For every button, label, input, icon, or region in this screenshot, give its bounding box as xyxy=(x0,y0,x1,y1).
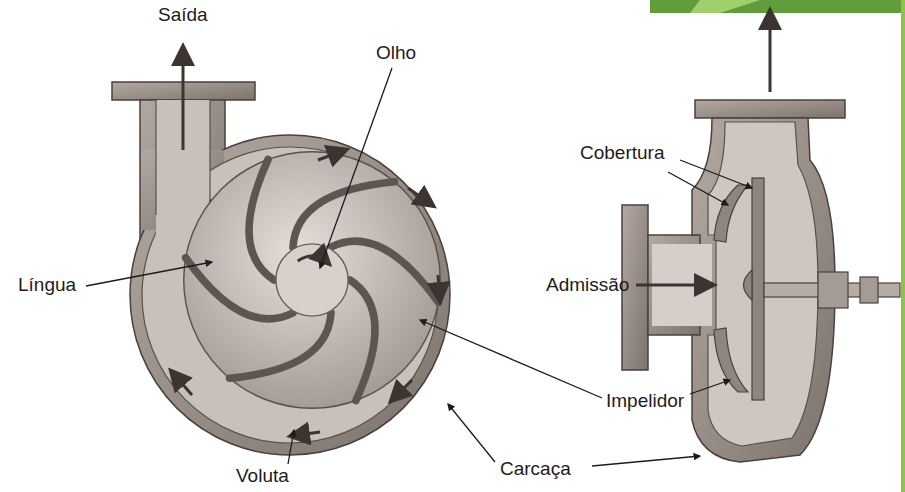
volute-label: Voluta xyxy=(236,465,289,488)
impeller-hub xyxy=(744,270,753,300)
flow-arrow xyxy=(182,48,185,150)
tongue-label: Língua xyxy=(18,274,76,297)
impeller-cover xyxy=(714,185,748,242)
impeller-cover xyxy=(714,328,748,392)
eye-label: Olho xyxy=(376,42,416,65)
impeller-back-plate xyxy=(752,178,764,400)
outlet-flange xyxy=(695,100,845,118)
leader-lines xyxy=(86,68,752,466)
slide-edge xyxy=(901,0,905,492)
outlet-label: Saída xyxy=(158,4,208,27)
inlet-label: Admissão xyxy=(546,274,629,297)
casing-label: Carcaça xyxy=(500,458,571,481)
impeller xyxy=(184,152,441,409)
flow-arrows xyxy=(172,150,440,436)
slide-bar-accent xyxy=(690,0,760,13)
impeller-label: Impelidor xyxy=(606,390,684,413)
flow-arrow xyxy=(769,12,772,92)
flow-arrow xyxy=(636,284,712,287)
cover-label: Cobertura xyxy=(580,142,665,165)
coupling xyxy=(818,272,848,308)
slide-bar xyxy=(650,0,905,13)
bearing xyxy=(860,277,878,303)
